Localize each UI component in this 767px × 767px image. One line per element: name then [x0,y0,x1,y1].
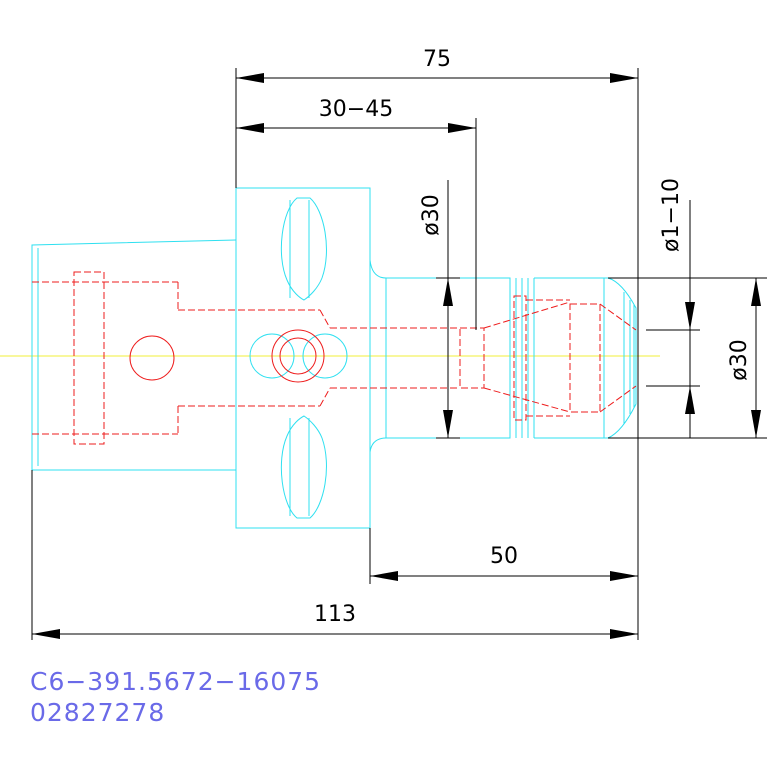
dim-113-label: 113 [314,602,356,627]
dim-dia1-10-label: ø1−10 [659,178,684,252]
dim-dia30-right-label: ø30 [727,339,752,380]
part-number: C6−391.5672−16075 [30,667,321,696]
dimension-50: 50 [370,544,638,581]
extension-lines [31,68,767,640]
dimension-dia1-10: ø1−10 [659,178,695,438]
dim-75-label: 75 [423,47,451,72]
part-code: 02827278 [30,698,165,727]
dim-30-45-label: 30−45 [319,97,393,122]
dim-50-label: 50 [490,544,518,569]
dimension-113: 113 [32,602,638,639]
dimension-75: 75 [236,47,638,83]
tool-outline [31,187,637,529]
dim-dia30-left-label: ø30 [419,194,444,235]
dimension-dia30-right: ø30 [727,278,761,438]
dimension-30-45: 30−45 [236,97,476,133]
hidden-lines [32,271,637,445]
dimension-dia30-left: ø30 [419,180,453,438]
